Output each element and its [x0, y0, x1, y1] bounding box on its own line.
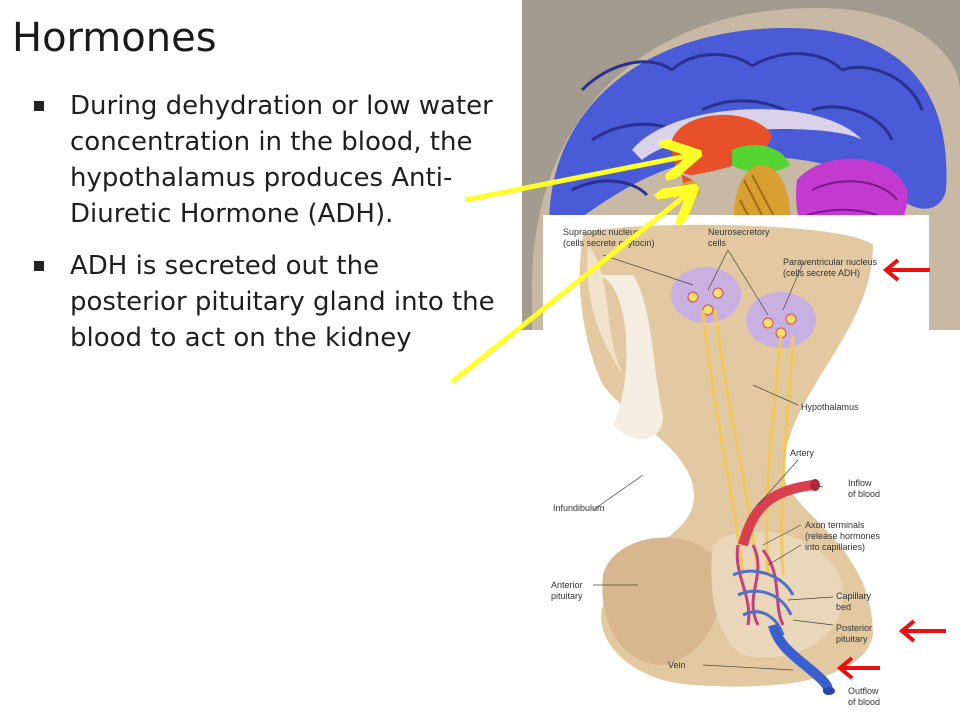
- label-infundibulum: Infundibulum: [553, 503, 605, 513]
- label-paraventricular-nucleus: Paraventricular nucleus (cells secrete A…: [783, 257, 878, 278]
- label-vein: Vein: [668, 660, 686, 670]
- bullet-text: During dehydration or low water concentr…: [70, 91, 493, 229]
- bullet-text: ADH is secreted out the posterior pituit…: [70, 251, 495, 353]
- label-inflow-of-blood: Inflow of blood: [848, 478, 881, 499]
- label-supraoptic-nucleus: Supraoptic nucleus (cells secrete oxytoc…: [563, 227, 655, 248]
- label-posterior-pituitary: Posterior pituitary: [836, 623, 873, 644]
- square-bullet-icon: [34, 101, 44, 111]
- bullet-list: During dehydration or low water concentr…: [30, 88, 500, 372]
- label-axon-terminals: Axon terminals (release hormones into ca…: [805, 520, 881, 552]
- label-anterior-pituitary: Anterior pituitary: [551, 580, 583, 601]
- label-capillary-bed: Capillary bed: [836, 591, 872, 612]
- brain-illustration: [522, 0, 960, 330]
- label-hypothalamus: Hypothalamus: [801, 402, 859, 412]
- bullet-item: ADH is secreted out the posterior pituit…: [30, 248, 500, 356]
- label-neurosecretory-cells: Neurosecretory cells: [708, 227, 770, 248]
- slide-title: Hormones: [12, 15, 217, 61]
- square-bullet-icon: [34, 261, 44, 271]
- pituitary-diagram: Supraoptic nucleus (cells secrete oxytoc…: [543, 215, 929, 720]
- bullet-item: During dehydration or low water concentr…: [30, 88, 500, 232]
- label-artery: Artery: [790, 448, 815, 458]
- brain-section-image: [522, 0, 960, 330]
- label-outflow-of-blood: Outflow of blood: [848, 686, 881, 707]
